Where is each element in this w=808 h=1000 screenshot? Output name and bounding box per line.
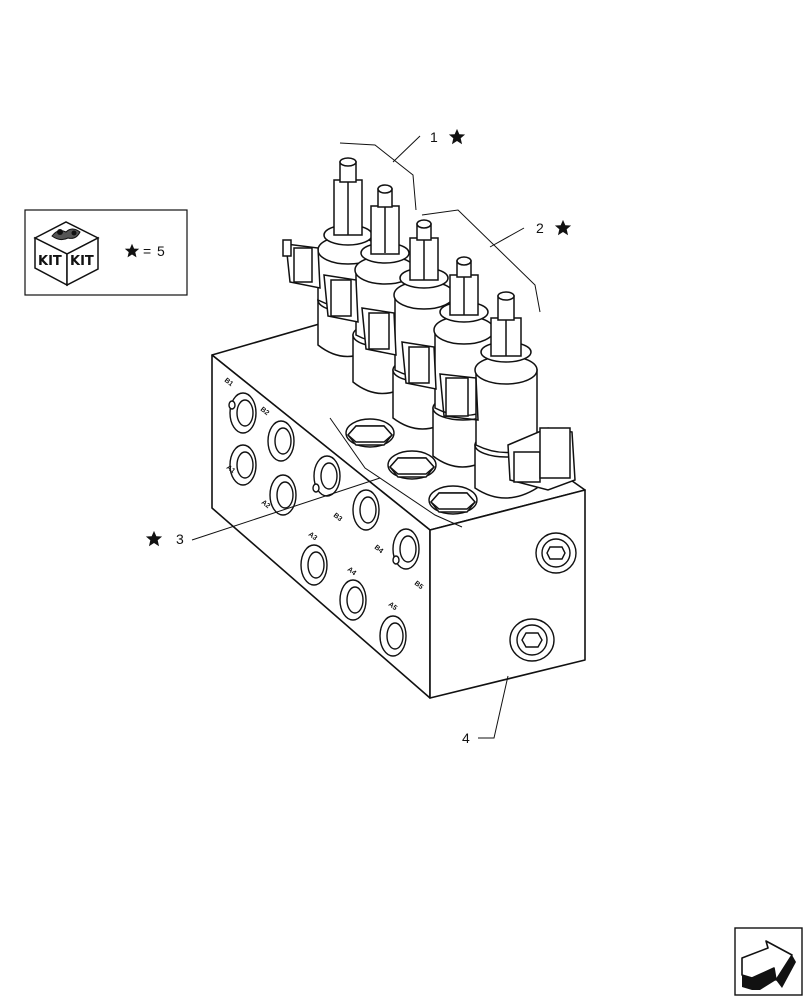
callout-4: 4 xyxy=(462,730,470,746)
port-b4 xyxy=(352,489,380,531)
port-label-b5: B5 xyxy=(413,580,424,591)
next-page-arrow-icon[interactable] xyxy=(734,927,803,996)
callout-3-star-icon xyxy=(145,530,163,547)
legend-equals: = xyxy=(143,243,151,259)
port-label-a4: A4 xyxy=(346,566,357,577)
port-b1 xyxy=(229,392,257,434)
callout-leaders xyxy=(191,135,541,739)
port-label-b1: B1 xyxy=(223,377,234,388)
callout-3: 3 xyxy=(145,530,184,547)
callout-number-4: 4 xyxy=(462,730,470,746)
port-a5 xyxy=(379,615,407,657)
port-label-a5: A5 xyxy=(387,601,398,612)
port-labels: B1 B2 B3 B4 B5 A1 A2 A3 A4 A5 xyxy=(223,377,424,612)
port-label-b2: B2 xyxy=(259,406,270,417)
callout-1-star-icon xyxy=(448,128,466,145)
end-face-plugs xyxy=(509,532,577,662)
port-b2 xyxy=(267,420,295,462)
top-hex-plugs xyxy=(345,418,478,515)
callout-number-1: 1 xyxy=(430,129,438,145)
callout-2: 2 xyxy=(536,219,572,236)
legend-kit-number: 5 xyxy=(157,243,165,259)
kit-box-icon: KIT KIT xyxy=(33,221,100,287)
solenoid-valve-5 xyxy=(439,291,576,499)
callout-2-star-icon xyxy=(554,219,572,236)
port-holes xyxy=(228,392,420,657)
port-label-a3: A3 xyxy=(307,531,318,542)
kit-label-left: KIT xyxy=(38,254,62,269)
kit-legend-box: KIT KIT = 5 xyxy=(24,209,188,296)
hex-plug-2 xyxy=(387,450,437,480)
kit-label-right: KIT xyxy=(70,254,94,269)
port-a4 xyxy=(339,579,367,621)
callout-number-2: 2 xyxy=(536,220,544,236)
port-label-a1: A1 xyxy=(225,464,236,475)
hex-plug-1 xyxy=(345,418,395,448)
end-plug-upper xyxy=(535,532,577,574)
port-label-a2: A2 xyxy=(260,499,271,510)
port-a1 xyxy=(229,444,257,486)
port-a2 xyxy=(269,474,297,516)
end-plug-lower xyxy=(509,618,555,662)
port-label-b3: B3 xyxy=(332,512,343,523)
callout-1: 1 xyxy=(430,128,466,145)
callout-number-3: 3 xyxy=(176,531,184,547)
port-a3 xyxy=(300,544,328,586)
hex-plug-3 xyxy=(428,485,478,515)
port-label-b4: B4 xyxy=(373,544,384,555)
